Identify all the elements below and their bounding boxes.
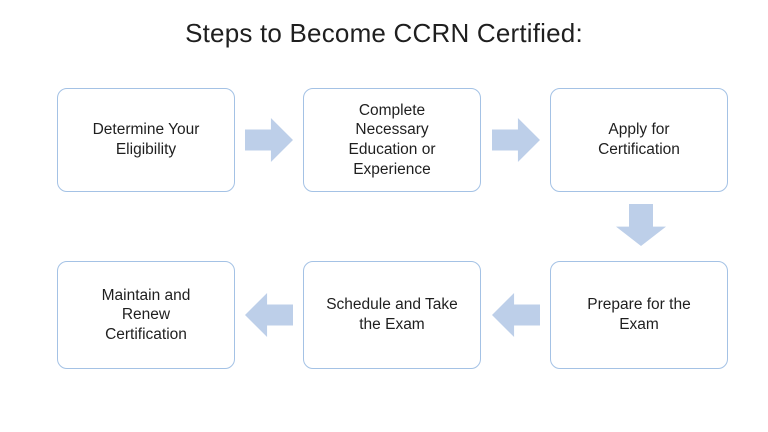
arrow-left-icon — [492, 293, 540, 337]
arrow-down-icon — [616, 204, 666, 246]
step-box-maintain-renew-certification: Maintain and Renew Certification — [57, 261, 235, 369]
step-box-prepare-for-exam: Prepare for the Exam — [550, 261, 728, 369]
step-box-schedule-take-exam: Schedule and Take the Exam — [303, 261, 481, 369]
step-box-complete-education-experience: Complete Necessary Education or Experien… — [303, 88, 481, 192]
step-box-determine-eligibility: Determine Your Eligibility — [57, 88, 235, 192]
arrow-right-icon — [492, 118, 540, 162]
arrow-left-icon — [245, 293, 293, 337]
arrow-right-icon — [245, 118, 293, 162]
diagram-title: Steps to Become CCRN Certified: — [185, 18, 583, 48]
step-box-apply-for-certification: Apply for Certification — [550, 88, 728, 192]
